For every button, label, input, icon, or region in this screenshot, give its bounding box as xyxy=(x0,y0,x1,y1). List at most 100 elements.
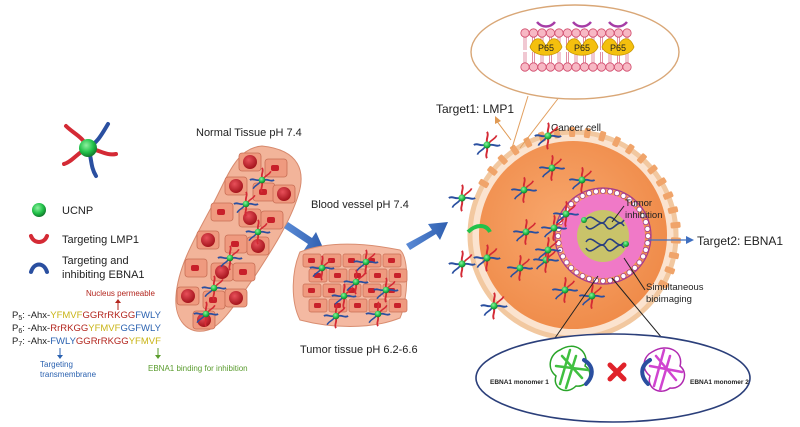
lipid-head xyxy=(622,28,632,38)
ebna1-label-line2: inhibiting EBNA1 xyxy=(62,269,145,281)
p65-label: P65 xyxy=(610,43,626,53)
nuclear-pore xyxy=(579,273,586,280)
lmp1-receptor xyxy=(658,279,669,289)
lmp1-receptor xyxy=(656,177,667,187)
cell-nucleus xyxy=(231,241,239,247)
lipid-head xyxy=(605,28,615,38)
lmp1-ligand-icon xyxy=(29,234,49,244)
block-x-icon xyxy=(607,362,627,382)
nuclear-pore xyxy=(573,196,580,203)
lipid-head xyxy=(528,62,539,72)
lipid-head xyxy=(588,28,598,38)
nuclear-pore xyxy=(640,253,647,260)
lipid-head xyxy=(579,62,590,72)
nuclear-pore xyxy=(600,187,607,194)
lmp1-receptor xyxy=(662,191,674,200)
cell-nucleus xyxy=(259,189,267,195)
normal-tissue xyxy=(175,145,302,332)
lmp1-receptor xyxy=(625,143,635,155)
nuclear-pore xyxy=(613,275,620,282)
lmp1-receptor xyxy=(487,166,498,176)
nuclear-pore xyxy=(568,201,575,208)
dimer-connector xyxy=(554,275,663,339)
lipid-head xyxy=(520,62,530,72)
lmp1-receptor xyxy=(569,126,576,138)
nuclear-pore xyxy=(631,264,638,271)
nuclear-pore xyxy=(600,277,607,284)
cell-nucleus xyxy=(217,209,225,215)
lipid-head xyxy=(613,28,624,38)
peptide-sequences: Nucleus permeable P5: -Ahx-YFMVFGGRrRKGG… xyxy=(12,289,248,379)
nanoparticle-icon xyxy=(479,291,509,321)
nuclear-pore xyxy=(645,232,652,239)
ebna1-monomer-1-structure xyxy=(549,345,594,392)
red-cell-icon xyxy=(201,233,215,247)
targeting-transmembrane-label-2: transmembrane xyxy=(40,370,97,379)
lipid-head xyxy=(554,28,564,38)
lipid-head xyxy=(537,62,547,72)
lmp1-receptor xyxy=(668,251,680,260)
lmp1-receptor xyxy=(478,178,490,189)
p65-label: P65 xyxy=(538,43,554,53)
lmp1-loop xyxy=(572,21,592,28)
cancer-cell-label: Cancer cell xyxy=(551,123,601,134)
cell-nucleus xyxy=(368,288,375,293)
tumor-inhibition-label-1: Tumor xyxy=(625,198,652,209)
ebna1-label-line1: Targeting and xyxy=(62,255,129,267)
nanoparticle-icon xyxy=(447,249,477,279)
cell-nucleus xyxy=(374,273,381,278)
normal-tissue-label: Normal Tissue pH 7.4 xyxy=(196,127,302,139)
lmp1-loop xyxy=(536,21,556,28)
nuclear-pore xyxy=(640,212,647,219)
ebna1-ligand-icon xyxy=(29,262,49,274)
nuclear-pore xyxy=(559,253,566,260)
lipid-head xyxy=(571,28,581,38)
nuclear-pore xyxy=(592,277,599,284)
nuclear-pore xyxy=(626,269,633,276)
nuclear-pore xyxy=(555,232,562,239)
nuclear-pore xyxy=(607,277,614,284)
nuclear-pore xyxy=(613,190,620,197)
cell-nucleus xyxy=(271,165,279,171)
blood-vessel-label: Blood vessel pH 7.4 xyxy=(311,199,409,211)
targeting-transmembrane-label-1: Targeting xyxy=(40,360,73,369)
lmp1-receptor xyxy=(583,127,591,139)
nuclear-pore xyxy=(642,219,649,226)
lipid-head xyxy=(545,62,556,72)
cell-nucleus xyxy=(239,269,247,275)
peptide-p6: P6: -Ahx-RrRKGGYFMVFGGFWLY xyxy=(12,323,162,335)
nucleus-permeable-label: Nucleus permeable xyxy=(86,289,155,298)
ucnp-icon xyxy=(32,203,46,217)
lipid-head xyxy=(596,28,607,38)
bioimaging-pointer xyxy=(623,257,646,291)
lipid-head xyxy=(554,62,564,72)
lipid-tail xyxy=(523,37,527,63)
lipid-head xyxy=(528,28,539,38)
ebna1-binding-label: EBNA1 binding for inhibition xyxy=(148,364,248,373)
red-cell-icon xyxy=(243,155,257,169)
lmp1-receptor xyxy=(670,221,681,229)
cell-nucleus xyxy=(191,265,199,271)
ebna1-monomer-1-label: EBNA1 monomer 1 xyxy=(490,379,549,386)
nuclear-pore xyxy=(579,192,586,199)
nanoparticle-icon xyxy=(472,130,502,160)
lmp1-receptor xyxy=(598,130,607,142)
tumor-inhibition-label-2: inhibition xyxy=(625,210,663,221)
cell-nucleus xyxy=(354,303,361,308)
simultaneous-bioimaging-label-1: Simultaneous xyxy=(646,282,704,293)
cell-nucleus xyxy=(334,273,341,278)
red-cell-icon xyxy=(229,179,243,193)
p65-protein-icon xyxy=(565,38,599,56)
nanoparticle-legend-icon xyxy=(62,122,118,178)
red-cell-icon xyxy=(215,265,229,279)
tumor-inhibition-pointer xyxy=(611,205,625,223)
cell-nucleus xyxy=(348,258,355,263)
nuclear-pore xyxy=(563,259,570,266)
nuclear-pore xyxy=(631,201,638,208)
nuclear-pore xyxy=(607,188,614,195)
lipid-head xyxy=(562,28,573,38)
nuclear-pore xyxy=(586,275,593,282)
nuclear-pore xyxy=(568,264,575,271)
p65-protein-icon xyxy=(601,38,635,56)
p65-label: P65 xyxy=(574,43,590,53)
